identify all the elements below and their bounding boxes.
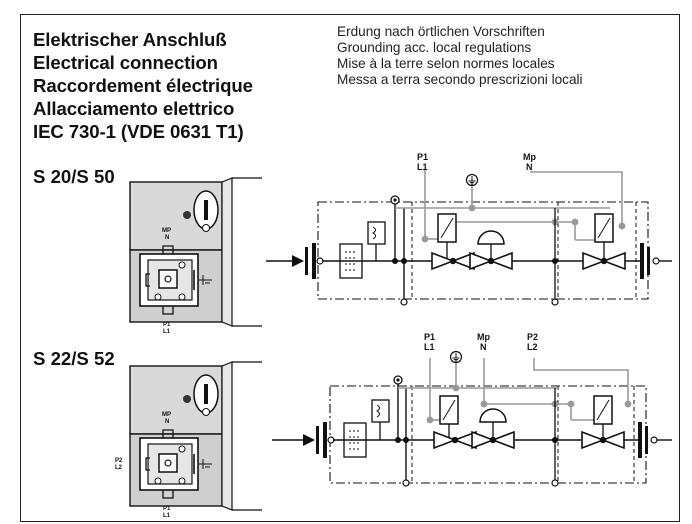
- s22-connector-p2: P2: [115, 458, 123, 464]
- s22-label-n: N: [480, 342, 487, 352]
- title-block: Elektrischer Anschluß Electrical connect…: [33, 28, 253, 143]
- s20-connector-mp: MP: [162, 228, 171, 234]
- s20-label-p1: P1: [417, 152, 428, 162]
- s22-connector-l2: L2: [115, 465, 123, 471]
- page-frame: [20, 14, 680, 522]
- ground-icon: [449, 350, 463, 364]
- title-line-standard: IEC 730-1 (VDE 0631 T1): [33, 121, 244, 142]
- device-s22-drawing: MP N P2 L2 P1 L1: [115, 361, 262, 519]
- model-label-s20: S 20/S 50: [33, 166, 115, 187]
- s20-connector-p1: P1: [163, 322, 171, 328]
- ground-icon: [465, 173, 479, 187]
- title-line-it: Allacciamento elettrico: [33, 98, 235, 119]
- s22-connector-l1: L1: [163, 513, 171, 519]
- title-line-de: Elektrischer Anschluß: [33, 29, 227, 50]
- note-line-en: Grounding acc. local regulations: [337, 40, 532, 55]
- s22-label-mp: Mp: [477, 332, 490, 342]
- s20-label-mp: Mp: [523, 152, 536, 162]
- s22-connector-p1: P1: [163, 506, 171, 512]
- s22-connector-n: N: [165, 419, 169, 425]
- pressure-switch-icon: [477, 230, 505, 245]
- model-label-s22: S 22/S 52: [33, 348, 115, 369]
- title-line-en: Electrical connection: [33, 52, 218, 73]
- note-line-it: Messa a terra secondo prescrizioni local…: [337, 72, 583, 87]
- s22-label-l2: L2: [527, 342, 538, 352]
- title-line-fr: Raccordement électrique: [33, 75, 253, 96]
- device-s20-drawing: MP N P1 L1: [129, 177, 262, 335]
- s22-connector-mp: MP: [162, 412, 171, 418]
- note-line-fr: Mise à la terre selon normes locales: [337, 56, 555, 71]
- s22-label-p2: P2: [527, 332, 538, 342]
- schematic-s22: P1 L1 Mp N P2 L2: [272, 332, 672, 487]
- gas-flow-arrow-icon: [303, 434, 315, 446]
- pressure-switch-icon: [479, 408, 507, 423]
- s20-connector-n: N: [165, 235, 169, 241]
- s22-label-l1: L1: [424, 342, 435, 352]
- note-line-de: Erdung nach örtlichen Vorschriften: [337, 24, 545, 39]
- gas-flow-arrow-icon: [292, 255, 304, 267]
- s20-label-l1: L1: [417, 162, 428, 172]
- s20-label-n: N: [526, 162, 533, 172]
- grounding-notes: Erdung nach örtlichen Vorschriften Groun…: [337, 24, 583, 88]
- schematic-s20: P1 L1 Mp N: [266, 152, 672, 306]
- s22-label-p1: P1: [424, 332, 435, 342]
- s20-connector-l1: L1: [163, 329, 171, 335]
